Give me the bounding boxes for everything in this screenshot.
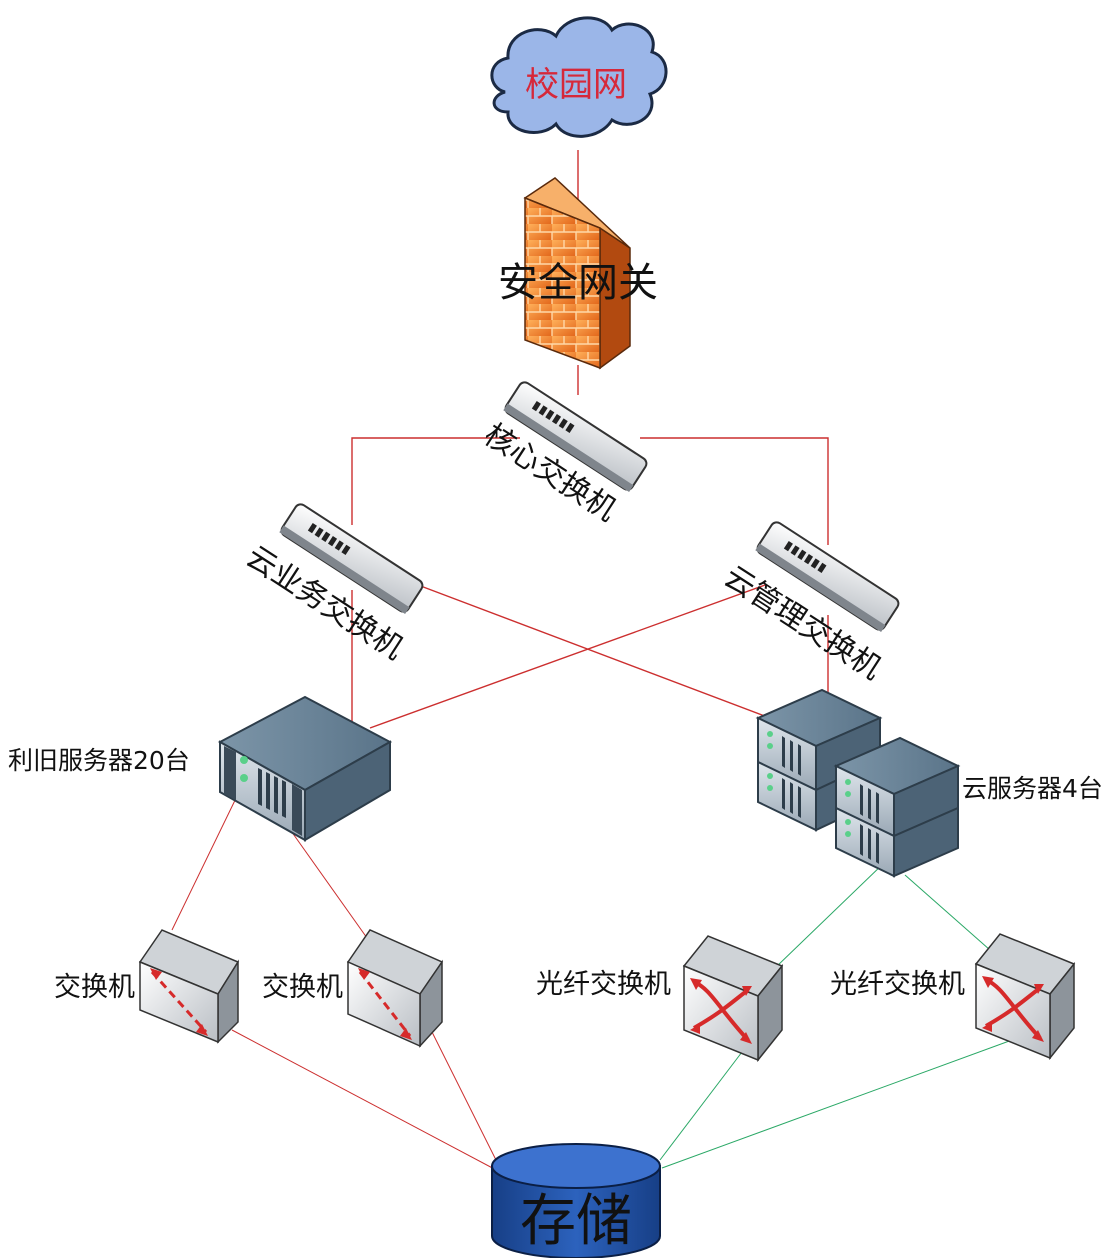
link-cloudsrv-fiber2 [904, 874, 991, 951]
security-gateway-label: 安全网关 [498, 260, 658, 306]
link-fiber2-storage [661, 1039, 1013, 1169]
legacy-server: 利旧服务器20台 [8, 695, 393, 842]
link-switch2-storage [429, 1027, 501, 1169]
fiber-switch-2-label: 光纤交换机 [830, 969, 965, 1000]
storage-top [491, 1143, 661, 1189]
link-biz-cloudsrv [417, 584, 771, 719]
firewall-icon [524, 196, 601, 370]
storage: 存储 [491, 1143, 661, 1258]
access-switch-2: 交换机 [262, 929, 444, 1048]
fiber-switch-1-label: 光纤交换机 [536, 969, 671, 1000]
fiber-switch-2: 光纤交换机 [830, 933, 1076, 1061]
link-core-mgmt [640, 437, 829, 545]
campus-network-label: 校园网 [525, 65, 627, 105]
access-switch-1: 交换机 [54, 929, 240, 1044]
storage-label: 存储 [520, 1189, 632, 1254]
access-switch-1-label: 交换机 [54, 972, 135, 1003]
link-legacy-switch1 [171, 789, 241, 931]
switch-icon [756, 521, 900, 631]
link-switch1-storage [231, 1029, 501, 1173]
security-gateway: 安全网关 [498, 177, 658, 370]
links [171, 150, 1013, 1173]
link-fiber1-storage [659, 1051, 743, 1161]
switch-icon [504, 381, 648, 491]
cloud-server-front-bottom [835, 806, 959, 878]
legacy-server-label: 利旧服务器20台 [8, 746, 190, 775]
link-core-biz [351, 437, 520, 525]
link-mgmt-legacy [369, 584, 766, 729]
access-switch-2-label: 交换机 [262, 972, 343, 1003]
link-cloudsrv-fiber1 [774, 861, 886, 969]
cloud-business-switch: 云业务交换机 [240, 503, 424, 667]
campus-network-cloud: 校园网 [490, 16, 668, 138]
cloud-icon [490, 16, 668, 138]
cloud-server-front-top [833, 736, 961, 838]
cloud-management-switch: 云管理交换机 [718, 521, 900, 687]
core-switch: 核心交换机 [478, 381, 648, 528]
cloud-servers: 云服务器4台 [755, 688, 1103, 878]
fiber-switch-1: 光纤交换机 [536, 935, 784, 1063]
cloud-servers-label: 云服务器4台 [962, 774, 1103, 803]
